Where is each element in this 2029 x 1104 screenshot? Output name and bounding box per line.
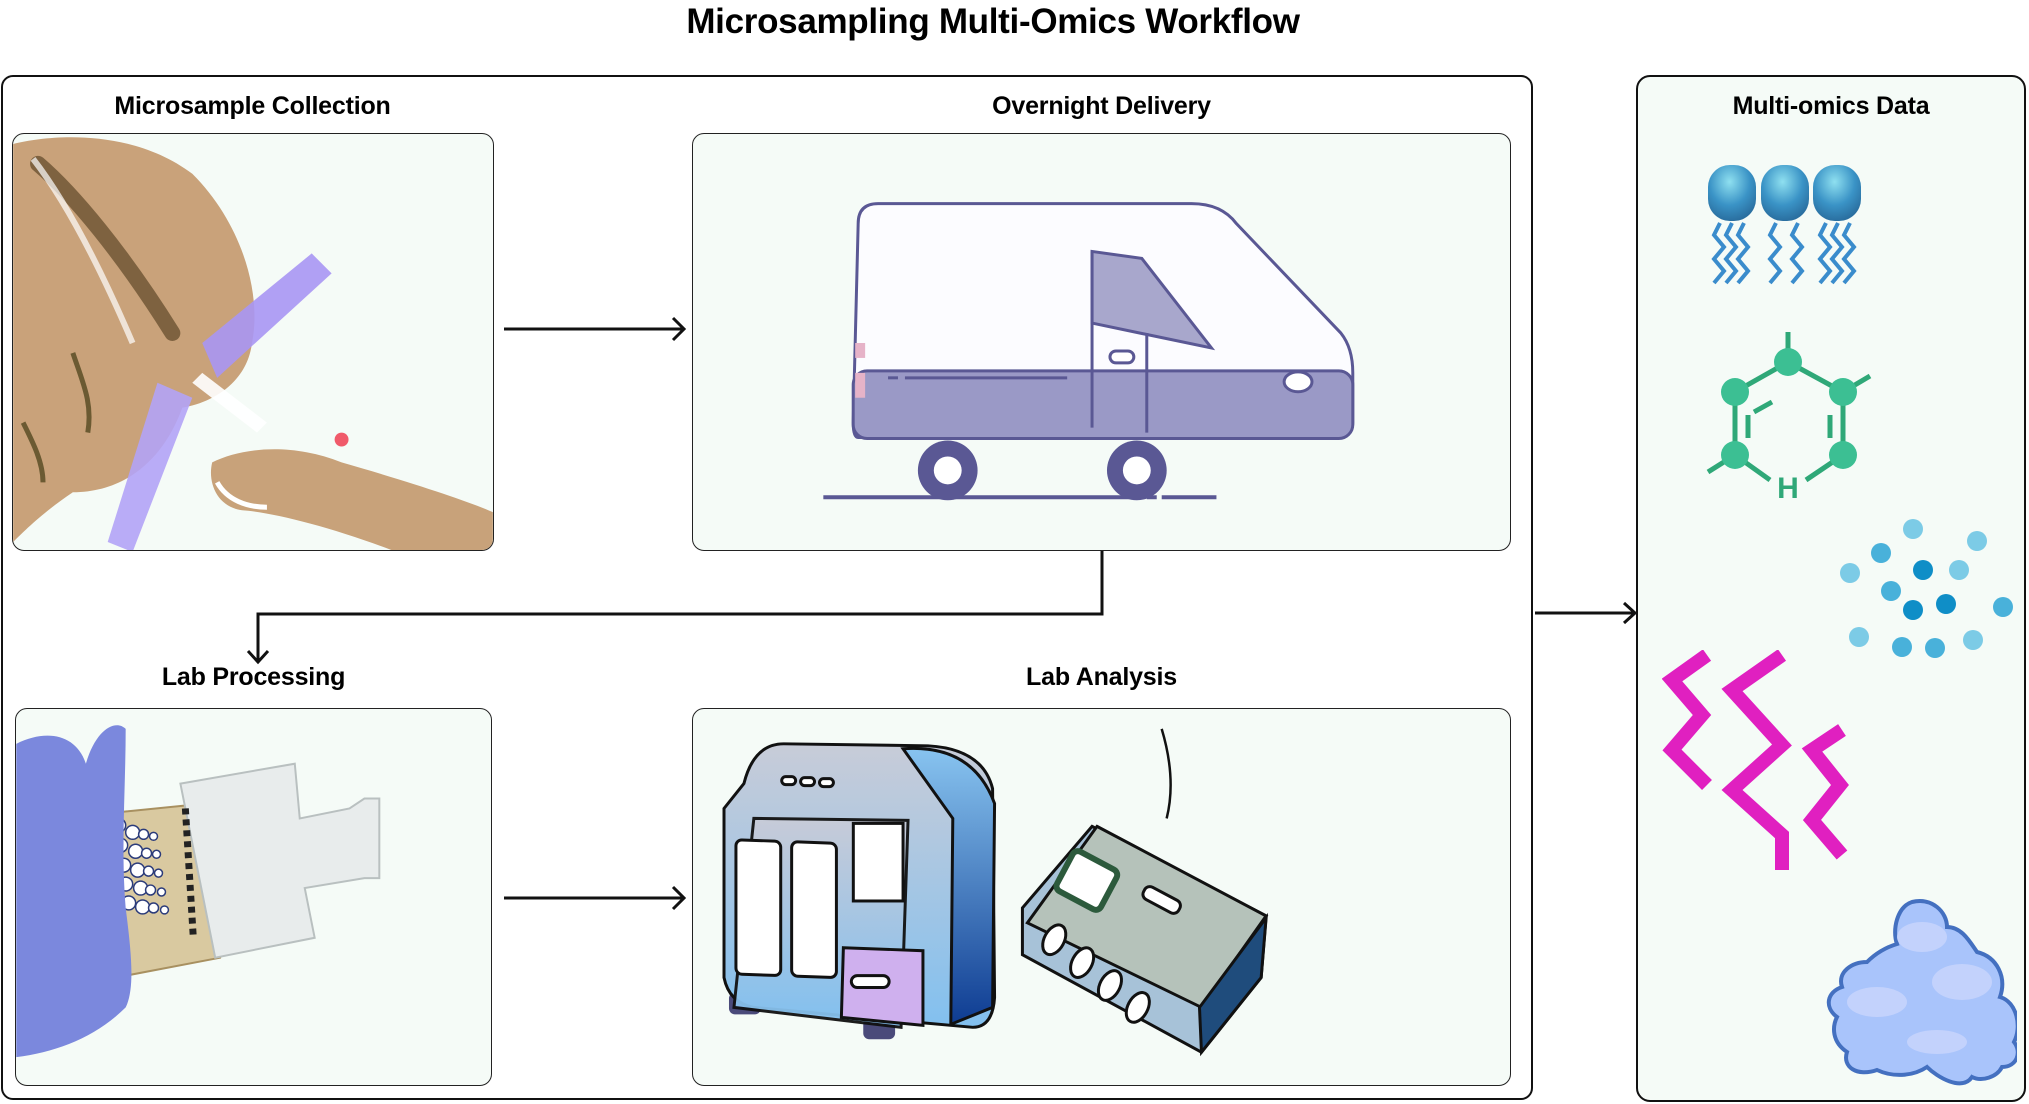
protein-blob-icon	[1822, 892, 2017, 1087]
step-label-collection: Microsample Collection	[114, 92, 391, 120]
metabolite-ring-icon: H	[1700, 330, 1880, 502]
step-label-processing: Lab Processing	[161, 663, 346, 691]
lipid-molecules-icon	[1706, 163, 1866, 289]
analysis-illustration	[692, 708, 1511, 1086]
collection-illustration	[12, 133, 494, 551]
zigzag-strands-icon	[1662, 650, 1852, 880]
pipette-plate-icon	[16, 725, 381, 1058]
delivery-van-icon	[823, 202, 1355, 501]
lab-analyzer-icon	[722, 728, 1269, 1057]
multiomics-label: Multi-omics Data	[1732, 92, 1930, 120]
step-label-delivery: Overnight Delivery	[992, 92, 1211, 120]
delivery-illustration	[692, 133, 1511, 551]
molecule-dots-icon	[1835, 515, 2015, 660]
workflow-container	[1, 75, 1533, 1100]
diagram-title: Microsampling Multi-Omics Workflow	[686, 2, 1300, 41]
arrowhead-workflow-to-data	[1622, 601, 1638, 625]
svg-text:H: H	[1777, 472, 1799, 502]
finger-prick-icon	[13, 137, 493, 550]
processing-illustration	[15, 708, 492, 1086]
step-label-analysis: Lab Analysis	[1026, 663, 1177, 691]
